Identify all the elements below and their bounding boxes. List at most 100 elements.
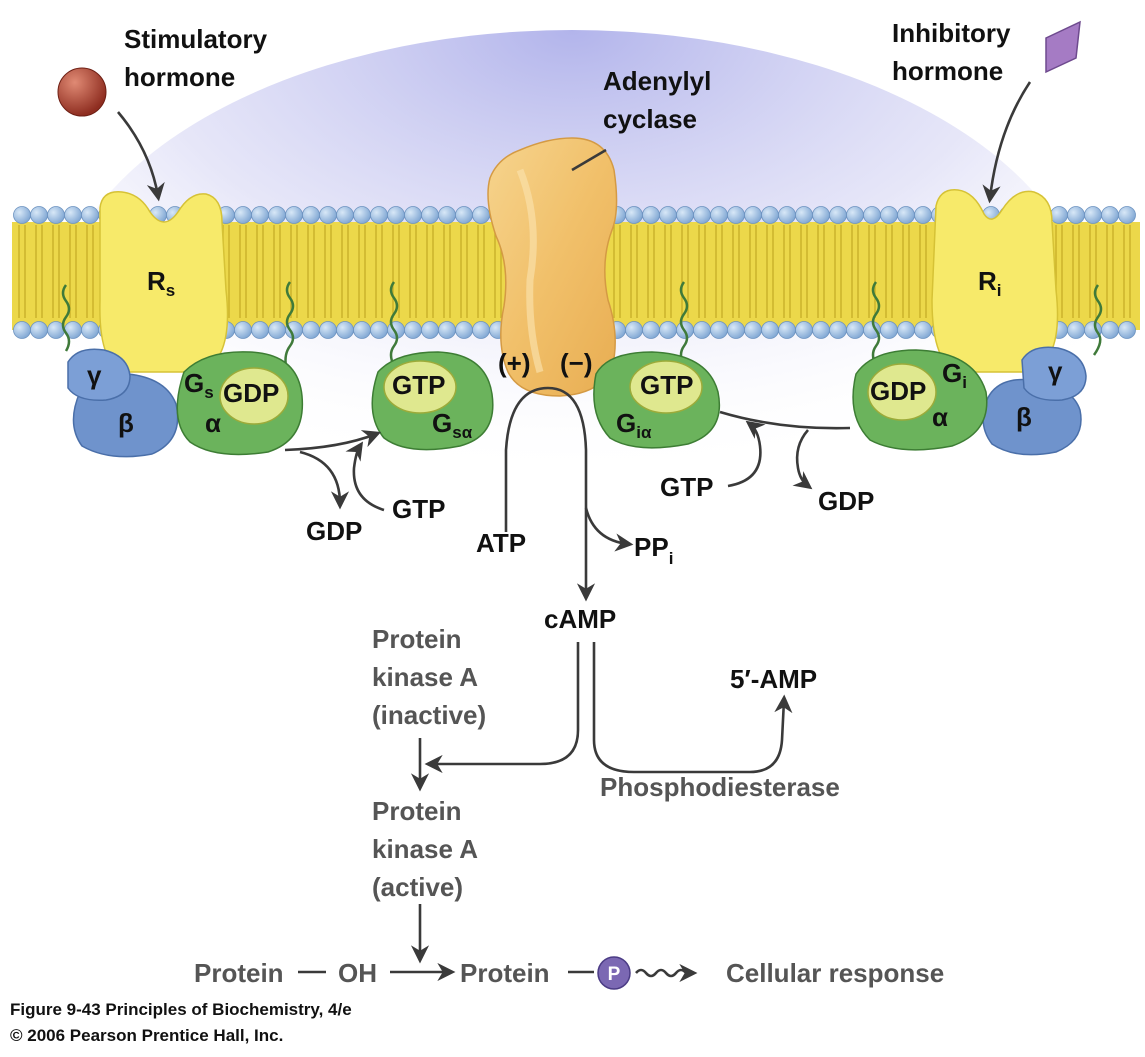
ri-label: Ri xyxy=(978,266,1002,300)
minus-label: (−) xyxy=(560,348,593,378)
lipid-head xyxy=(455,206,473,224)
lipid-head xyxy=(897,321,915,339)
lipid-head xyxy=(625,206,643,224)
lipid-head xyxy=(13,321,31,339)
lipid-head xyxy=(914,321,932,339)
lipid-head xyxy=(846,321,864,339)
gi-alpha-gtp xyxy=(593,351,721,449)
lipid-head xyxy=(268,321,286,339)
lipid-head xyxy=(744,206,762,224)
lipid-head xyxy=(353,206,371,224)
gdp-on-gi: GDP xyxy=(870,376,926,406)
lipid-head xyxy=(693,206,711,224)
phospho-protein-label: Protein xyxy=(460,958,550,988)
gdp-on-gs: GDP xyxy=(223,378,279,408)
inhibitory-hormone-diamond xyxy=(1045,20,1081,74)
lipid-head xyxy=(761,321,779,339)
lipid-head xyxy=(744,321,762,339)
lipid-head xyxy=(455,321,473,339)
lipid-head xyxy=(404,206,422,224)
lipid-head xyxy=(370,206,388,224)
alpha-gs-label: α xyxy=(205,408,221,438)
lipid-head xyxy=(642,321,660,339)
gdp-right-label: GDP xyxy=(818,486,874,516)
lipid-head xyxy=(914,206,932,224)
lipid-head xyxy=(727,206,745,224)
lipid-head xyxy=(693,321,711,339)
gi-alpha-gdp xyxy=(852,349,988,451)
lipid-head xyxy=(659,206,677,224)
lipid-head xyxy=(13,206,31,224)
alpha-gi-label: α xyxy=(932,402,948,432)
lipid-head xyxy=(302,321,320,339)
gi-label: Gi xyxy=(942,358,967,392)
lipid-head xyxy=(251,321,269,339)
lipid-head xyxy=(795,321,813,339)
lipid-anchors xyxy=(61,281,1103,367)
lipid-head xyxy=(880,321,898,339)
lipid-head xyxy=(30,206,48,224)
protein-oh-protein: Protein xyxy=(194,958,284,988)
gtp-right-label: GTP xyxy=(660,472,713,502)
figure-caption-line-2: © 2006 Pearson Prentice Hall, Inc. xyxy=(10,1026,284,1045)
lipid-head xyxy=(47,206,65,224)
lipid-head xyxy=(795,206,813,224)
lipid-head xyxy=(285,206,303,224)
cellular-response-label: Cellular response xyxy=(726,958,944,988)
lipid-head xyxy=(710,206,728,224)
lipid-head xyxy=(659,321,677,339)
pka-active-1: Protein xyxy=(372,796,462,826)
gs-label: Gs xyxy=(184,368,214,402)
atp-label: ATP xyxy=(476,528,526,558)
lipid-head xyxy=(438,321,456,339)
lipid-head xyxy=(336,321,354,339)
reaction-arrows xyxy=(117,81,1032,983)
beta-left-label: β xyxy=(118,408,134,438)
rs-label: Rs xyxy=(147,266,175,300)
lipid-head xyxy=(234,321,252,339)
lipid-head xyxy=(778,321,796,339)
lipid-head xyxy=(30,321,48,339)
camp-label: cAMP xyxy=(544,604,616,634)
stimulatory-hormone-ball xyxy=(57,67,107,117)
lipid-head xyxy=(642,206,660,224)
phosphate-label: P xyxy=(608,964,621,985)
lipid-head xyxy=(319,206,337,224)
lipid-head xyxy=(1084,206,1102,224)
adenylyl-cyclase xyxy=(487,137,618,397)
lipid-head xyxy=(64,206,82,224)
figure-caption-line-1: Figure 9-43 Principles of Biochemistry, … xyxy=(10,1000,352,1019)
pka-active-2: kinase A xyxy=(372,834,478,864)
beta-right-label: β xyxy=(1016,402,1032,432)
gsa-label: Gsα xyxy=(432,408,473,442)
lipid-head xyxy=(829,321,847,339)
lipid-head xyxy=(268,206,286,224)
gs-alpha-gdp xyxy=(176,351,304,456)
phosphodiesterase-label: Phosphodiesterase xyxy=(600,772,840,802)
gtp-on-gsa: GTP xyxy=(392,370,445,400)
gamma-subunit-left xyxy=(67,348,131,401)
lipid-head xyxy=(319,321,337,339)
pka-inactive-2: kinase A xyxy=(372,662,478,692)
lipid-head xyxy=(727,321,745,339)
lipid-head xyxy=(1050,206,1068,224)
lipid-head xyxy=(302,206,320,224)
phosphate-circle xyxy=(597,956,631,990)
lipid-head xyxy=(421,321,439,339)
lipid-head xyxy=(438,206,456,224)
protein-oh-oh: OH xyxy=(338,958,377,988)
lipid-head xyxy=(778,206,796,224)
amp5-label: 5′-AMP xyxy=(730,664,817,694)
lipid-head xyxy=(472,206,490,224)
lipid-head xyxy=(812,321,830,339)
adenylyl-label-1: Adenylyl xyxy=(603,66,711,96)
lipid-head xyxy=(1118,206,1136,224)
lipid-head xyxy=(370,321,388,339)
adenylyl-label-2: cyclase xyxy=(603,104,697,134)
plus-label: (+) xyxy=(498,348,531,378)
lipid-head xyxy=(1067,206,1085,224)
lipid-head xyxy=(1118,321,1136,339)
lipid-head xyxy=(353,321,371,339)
lipid-head xyxy=(846,206,864,224)
